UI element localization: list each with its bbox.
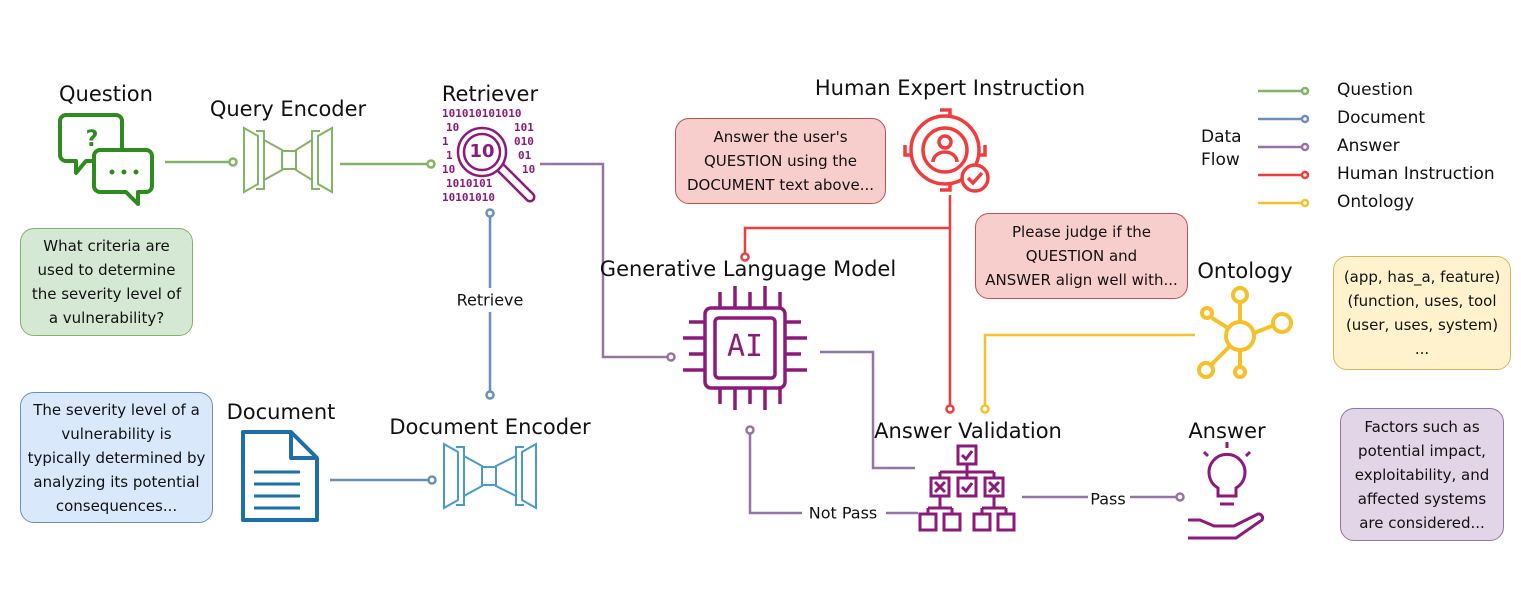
- document-title: Document: [226, 400, 336, 424]
- legend-title-line: Flow: [1201, 150, 1240, 170]
- line: a vulnerability?: [48, 309, 165, 327]
- bits: 10: [522, 163, 536, 176]
- line: analyzing its potential: [33, 472, 200, 491]
- line: are considered...: [1359, 513, 1485, 532]
- line: the severity level of: [31, 285, 182, 303]
- line: ...: [1414, 340, 1430, 358]
- chat-bubbles-icon: ?: [58, 113, 154, 206]
- ontology-text-box: (app, has_a, feature) (function, uses, to…: [1333, 256, 1511, 370]
- line: potential impact,: [1358, 441, 1486, 460]
- line: The severity level of a: [33, 400, 200, 419]
- answer-flow: [540, 162, 1185, 515]
- retriever-binary: 101010101010 10 101 1 010 1 01 10 10 101…: [440, 107, 540, 207]
- document-icon: [241, 430, 319, 522]
- lightbulb-hand-icon: [1188, 442, 1265, 540]
- glm-title: Generative Language Model: [599, 257, 897, 281]
- bits: 1: [442, 135, 449, 148]
- line: (app, has_a, feature): [1343, 268, 1501, 286]
- not-pass-label: Not Pass: [806, 503, 880, 523]
- line: Answer the user's: [713, 128, 848, 146]
- query-encoder-title: Query Encoder: [209, 97, 367, 121]
- legend-item-document: Document: [1337, 108, 1426, 128]
- line: QUESTION using the: [703, 152, 858, 170]
- line: Factors such as: [1364, 417, 1480, 436]
- chip-label: AI: [726, 329, 764, 364]
- query-encoder-icon: [243, 126, 333, 194]
- bits: 101010101010: [442, 107, 522, 120]
- line: typically determined by: [27, 448, 206, 467]
- answer-text-box: Factors such as potential impact, exploita…: [1340, 408, 1504, 541]
- answer-title: Answer: [1188, 419, 1266, 443]
- validation-tree-icon: [918, 444, 1016, 532]
- ai-chip-icon: [683, 286, 807, 410]
- document-text-box: The severity level of a vulnerability is t…: [20, 392, 213, 523]
- line: exploitability, and: [1354, 465, 1490, 484]
- document-encoder-icon: [443, 442, 537, 510]
- line: used to determine: [37, 261, 176, 279]
- ontology-title: Ontology: [1197, 259, 1293, 283]
- bits: 1010101: [446, 177, 493, 190]
- legend-item-ontology: Ontology: [1337, 192, 1415, 212]
- line: consequences...: [55, 496, 178, 515]
- legend-item-answer: Answer: [1337, 136, 1400, 156]
- instruction-flow: [740, 195, 955, 414]
- ontology-graph-icon: [1197, 286, 1293, 379]
- bits: 010: [514, 135, 534, 148]
- question-title: Question: [59, 82, 153, 106]
- human-expert-title: Human Expert Instruction: [814, 76, 1086, 100]
- line: vulnerability is: [61, 424, 172, 443]
- line: What criteria are: [43, 237, 170, 255]
- line: Please judge if the: [1012, 223, 1151, 241]
- magnifier-icon: [456, 126, 536, 203]
- question-text-box: What criteria are used to determine the se…: [20, 228, 193, 336]
- legend-title-line: Data: [1201, 127, 1242, 147]
- question-flow: [165, 157, 436, 169]
- line: QUESTION and: [1025, 247, 1138, 265]
- line: ANSWER align well with...: [985, 271, 1178, 289]
- bits: 10: [442, 163, 456, 176]
- line: (function, uses, tool: [1347, 292, 1497, 310]
- document-encoder-title: Document Encoder: [389, 415, 591, 439]
- svg-text:?: ?: [86, 127, 99, 152]
- expert-gear-icon: [903, 108, 990, 193]
- line: affected systems: [1357, 489, 1487, 508]
- document-flow: [330, 208, 495, 485]
- pass-label: Pass: [1088, 489, 1128, 509]
- line: DOCUMENT text above...: [686, 176, 875, 194]
- legend-item-question: Question: [1337, 80, 1414, 100]
- magnifier-label: 10: [469, 141, 495, 162]
- ontology-flow: [980, 333, 1195, 414]
- bits: 101: [514, 121, 534, 134]
- retrieve-label: Retrieve: [454, 290, 526, 310]
- line: (user, uses, system): [1345, 316, 1499, 334]
- retriever-title: Retriever: [441, 82, 539, 106]
- legend-lines: [1258, 86, 1310, 208]
- answer-validation-title: Answer Validation: [874, 419, 1062, 443]
- legend-item-human-instruction: Human Instruction: [1337, 164, 1495, 184]
- bits: 01: [518, 149, 532, 162]
- bits: 10: [446, 121, 460, 134]
- bits: 1: [446, 149, 453, 162]
- bits: 10101010: [442, 191, 495, 204]
